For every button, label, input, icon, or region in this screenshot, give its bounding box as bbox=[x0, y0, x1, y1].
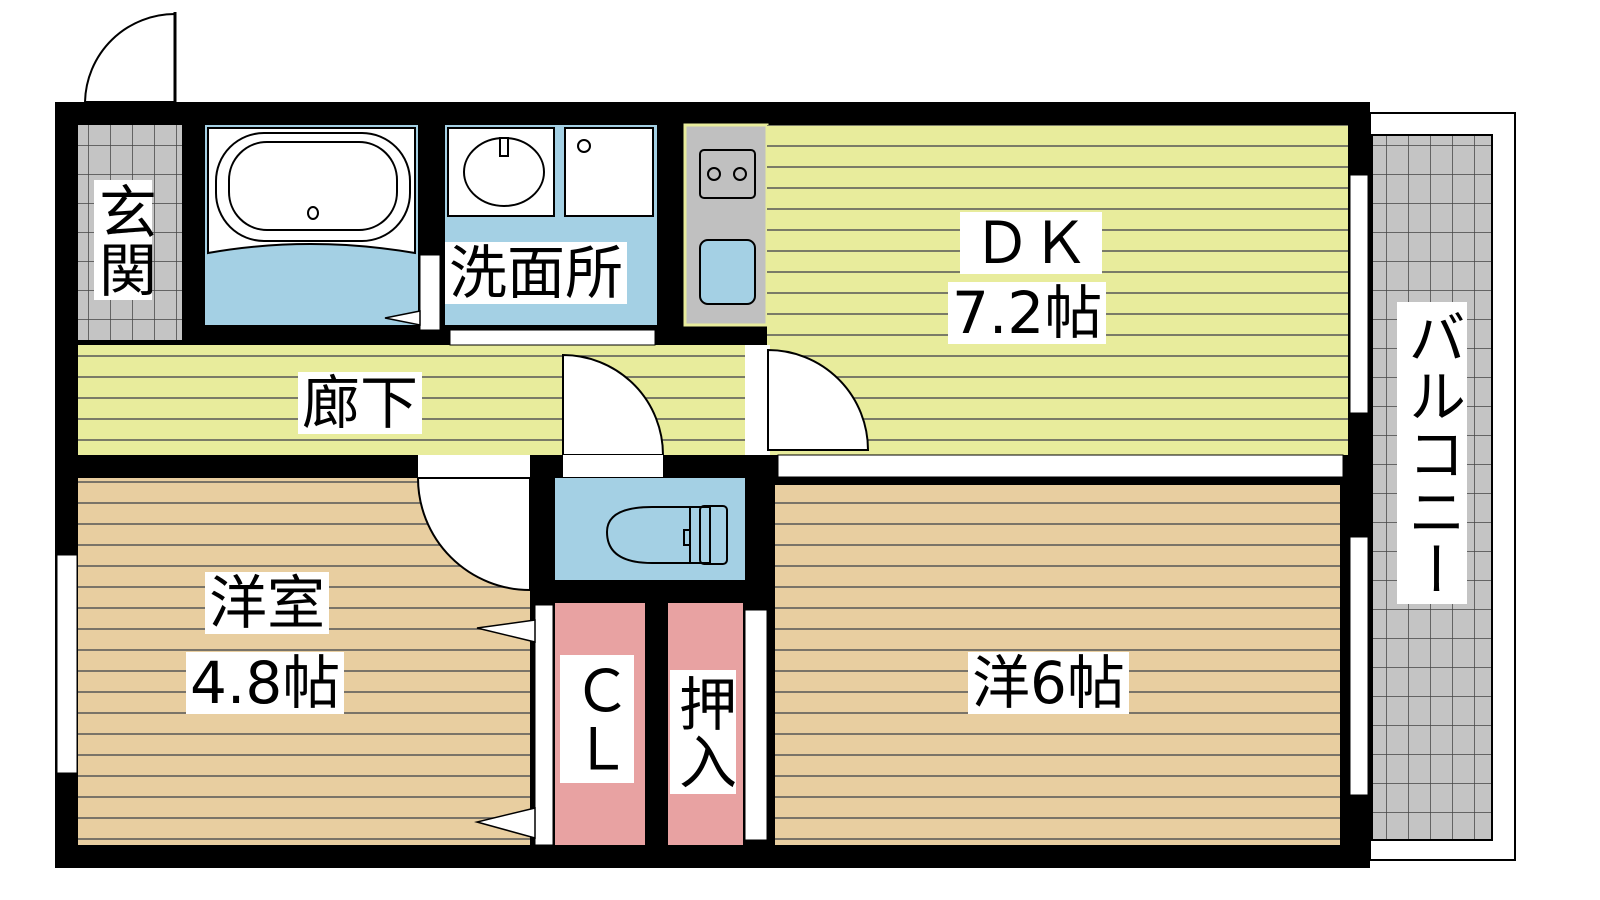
dk-sliding-partition bbox=[777, 454, 1344, 478]
western-room-label: 洋室 bbox=[205, 572, 330, 634]
oshiire-sliding-door bbox=[744, 609, 768, 841]
toilet-icon bbox=[605, 505, 728, 565]
sink-icon bbox=[699, 239, 756, 305]
bathroom-door bbox=[384, 254, 441, 331]
bathtub-icon bbox=[207, 127, 416, 255]
balcony-label: バルコニー bbox=[1397, 302, 1467, 604]
dk-door bbox=[767, 348, 870, 451]
washroom-sliding-door bbox=[449, 329, 656, 346]
dk-window bbox=[1349, 174, 1369, 414]
entrance-door bbox=[83, 12, 177, 103]
western-room-door bbox=[416, 455, 531, 592]
closet-label: ＣＬ bbox=[560, 655, 634, 783]
genkan-label: 玄関 bbox=[89, 180, 157, 300]
washbasin-icon bbox=[447, 127, 654, 217]
western-6-window bbox=[1349, 536, 1369, 796]
toilet-door bbox=[562, 353, 665, 477]
oshiire-label: 押入 bbox=[669, 670, 737, 794]
stove-icon bbox=[699, 149, 756, 199]
washroom-label: 洗面所 bbox=[445, 242, 628, 304]
western-6-label: 洋6帖 bbox=[968, 652, 1129, 714]
dk-label: ＤＫ bbox=[960, 212, 1102, 274]
dk-size-label: 7.2帖 bbox=[948, 282, 1107, 344]
western-room-size-label: 4.8帖 bbox=[186, 652, 345, 714]
western-room-window bbox=[56, 554, 78, 774]
dk-door-frame bbox=[745, 345, 770, 455]
closet-doors bbox=[474, 604, 554, 846]
corridor-label: 廊下 bbox=[298, 372, 423, 434]
